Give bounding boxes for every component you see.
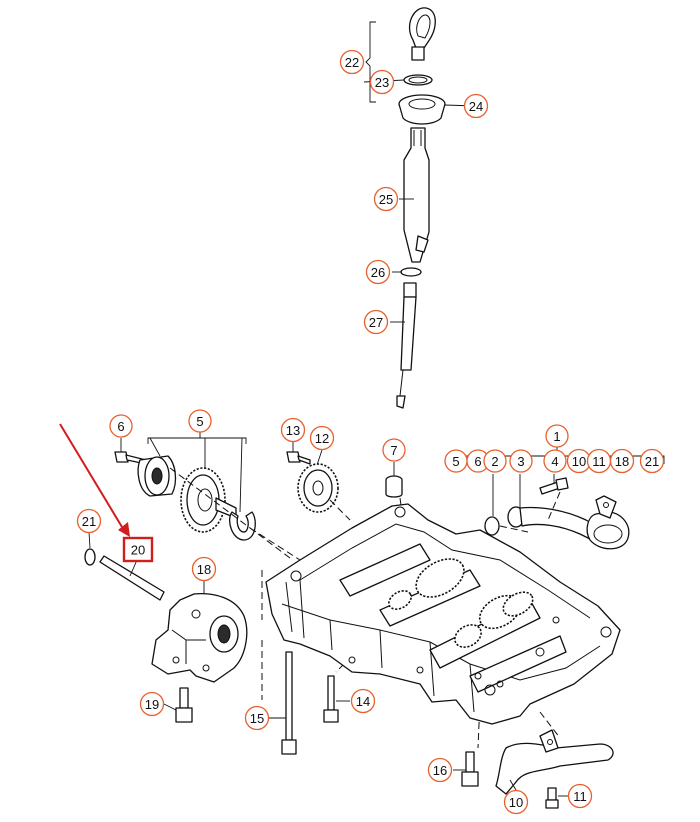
callout-circle: [503, 789, 529, 815]
callout-circle: [350, 688, 376, 714]
callout-circle: [244, 705, 270, 731]
callout-circle: [543, 449, 567, 473]
callout-number: 10: [509, 795, 523, 810]
callout-c2[interactable]: 2: [483, 449, 507, 473]
callout-number: 6: [474, 454, 481, 469]
callout-circle: [483, 449, 507, 473]
callout-c3[interactable]: 3: [509, 449, 533, 473]
callout-circle: [463, 93, 489, 119]
callout-circle: [365, 259, 391, 285]
callout-c11[interactable]: 11: [567, 783, 593, 809]
callout-c15[interactable]: 15: [244, 705, 270, 731]
highlight-label: 20: [131, 543, 145, 558]
callout-number: 10: [572, 454, 586, 469]
callout-number: 23: [375, 75, 389, 90]
callout-c22[interactable]: 22: [339, 49, 365, 75]
callout-number: 21: [645, 454, 659, 469]
callout-number: 22: [345, 55, 359, 70]
callout-circle: [639, 448, 665, 474]
callout-number: 11: [592, 454, 606, 469]
balance-shaft-housing: [169, 467, 621, 809]
callout-circle: [188, 409, 212, 433]
callout-c21[interactable]: 21: [76, 508, 102, 534]
callout-c26[interactable]: 26: [365, 259, 391, 285]
callout-c5[interactable]: 5: [188, 409, 212, 433]
callout-number: 13: [286, 423, 300, 438]
callout-c5b[interactable]: 5: [444, 449, 468, 473]
callout-circle: [109, 414, 133, 438]
callout-number: 26: [371, 265, 385, 280]
callout-number: 16: [433, 763, 447, 778]
callout-c23[interactable]: 23: [369, 69, 395, 95]
callout-c13[interactable]: 13: [280, 417, 306, 443]
callout-number: 1: [553, 429, 560, 444]
callout-number: 21: [82, 514, 96, 529]
callout-c10[interactable]: 10: [503, 789, 529, 815]
callout-c27[interactable]: 27: [363, 309, 389, 335]
callout-number: 5: [196, 414, 203, 429]
callout-number: 2: [491, 454, 498, 469]
callout-number: 7: [390, 443, 397, 458]
callout-c18[interactable]: 18: [191, 556, 217, 582]
dipstick-assembly: [363, 7, 476, 409]
callout-number: 27: [369, 315, 383, 330]
highlight-arrow: [59, 423, 130, 537]
callout-circle: [382, 438, 406, 462]
callout-number: 15: [250, 711, 264, 726]
gear-assembly-left: [114, 432, 256, 541]
callout-circle: [509, 449, 533, 473]
callout-circle: [309, 425, 335, 451]
callout-number: 5: [452, 454, 459, 469]
callout-number: 25: [379, 192, 393, 207]
callout-c10b[interactable]: 10: [566, 448, 592, 474]
callout-c24[interactable]: 24: [463, 93, 489, 119]
callout-circle: [373, 186, 399, 212]
callout-number: 4: [551, 454, 558, 469]
callout-c12[interactable]: 12: [309, 425, 335, 451]
callout-number: 12: [315, 431, 329, 446]
callout-circle: [369, 69, 395, 95]
callout-number: 6: [117, 419, 124, 434]
callout-circle: [139, 691, 165, 717]
callout-circle: [280, 417, 306, 443]
callout-c7[interactable]: 7: [382, 438, 406, 462]
callout-circle: [76, 508, 102, 534]
callout-c1[interactable]: 1: [545, 424, 569, 448]
highlight-callout-20[interactable]: 20: [122, 536, 154, 563]
callout-circle: [191, 556, 217, 582]
callout-circle: [427, 757, 453, 783]
callout-c25[interactable]: 25: [373, 186, 399, 212]
callout-number: 18: [197, 562, 211, 577]
callout-c19[interactable]: 19: [139, 691, 165, 717]
part-7: [385, 462, 403, 498]
callout-c4[interactable]: 4: [543, 449, 567, 473]
oil-pickup-assembly: [445, 446, 665, 550]
oil-pump-assembly: [84, 531, 248, 723]
callout-circle: [567, 783, 593, 809]
callout-c16[interactable]: 16: [427, 757, 453, 783]
callout-number: 3: [517, 454, 524, 469]
callout-number: 19: [145, 697, 159, 712]
callout-circle: [363, 309, 389, 335]
callout-number: 18: [615, 454, 629, 469]
callout-number: 24: [469, 99, 483, 114]
callout-circle: [609, 448, 635, 474]
callout-c14[interactable]: 14: [350, 688, 376, 714]
callout-number: 14: [356, 694, 370, 709]
callout-c11b[interactable]: 11: [586, 448, 612, 474]
callout-circle: [545, 424, 569, 448]
callout-circle: [339, 49, 365, 75]
callout-number: 11: [573, 789, 587, 804]
bolt-and-gear-12-13: [286, 440, 339, 513]
callout-c6[interactable]: 6: [109, 414, 133, 438]
callout-c18b[interactable]: 18: [609, 448, 635, 474]
callout-c21b[interactable]: 21: [639, 448, 665, 474]
